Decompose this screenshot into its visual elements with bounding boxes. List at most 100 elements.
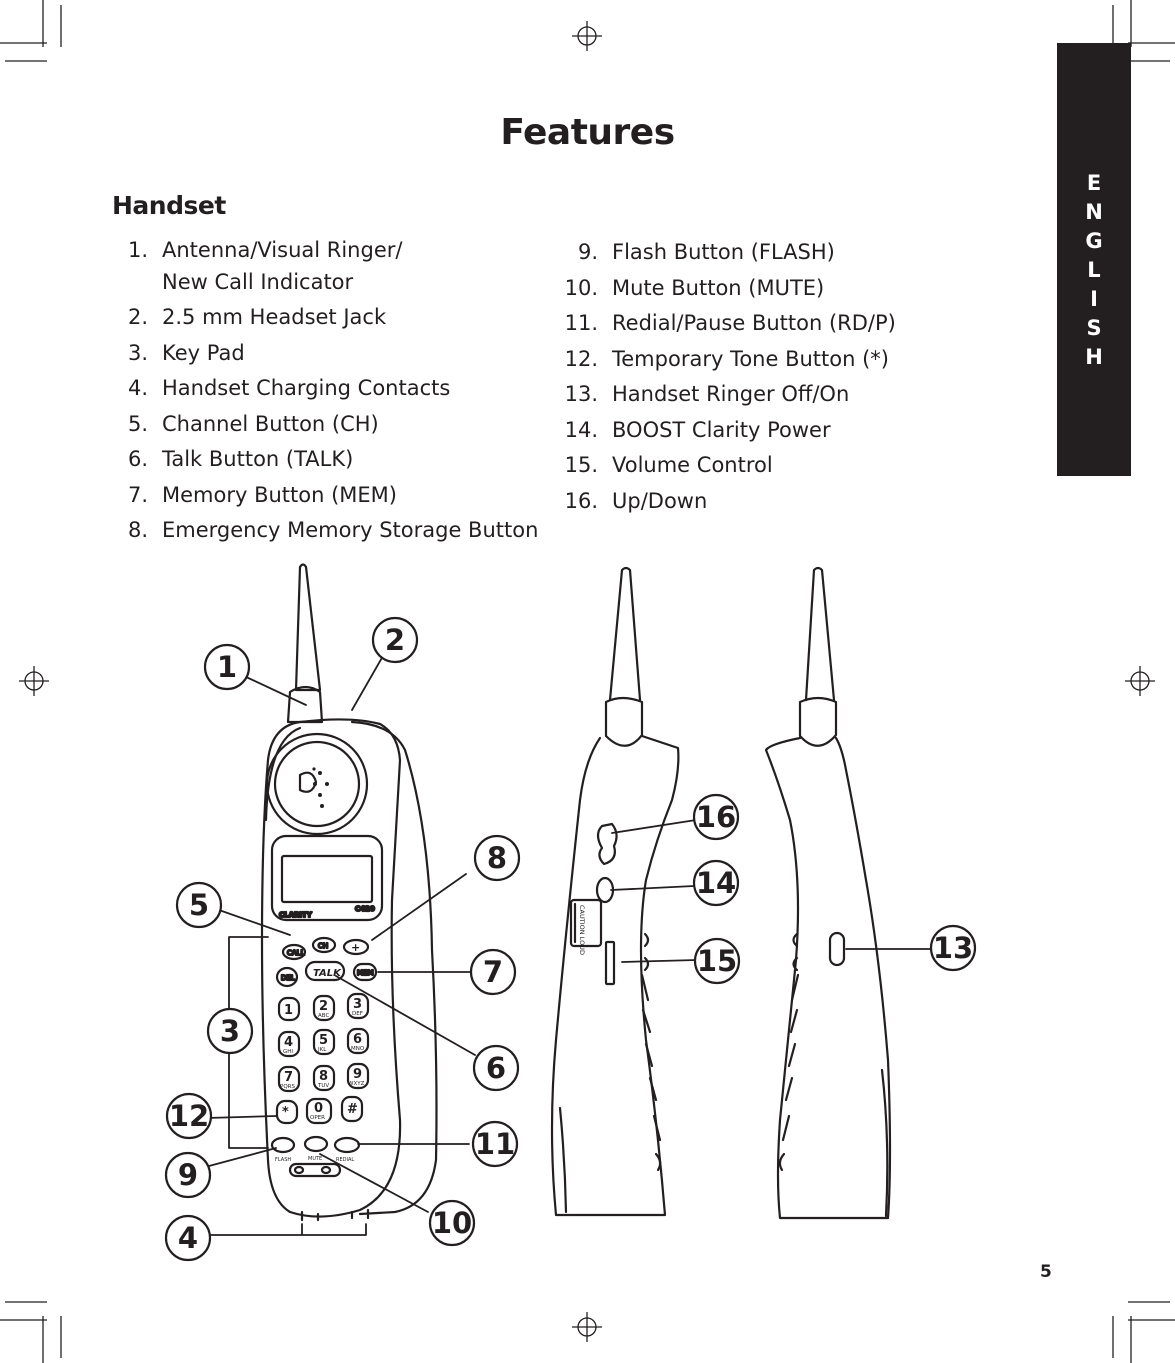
page-title: Features — [500, 112, 675, 153]
callout-9: 9 — [178, 1158, 198, 1192]
feature-item-11: 11. Redial/Pause Button (RD/P) — [550, 306, 896, 342]
key-3-letters: DEF — [352, 1011, 363, 1017]
feature-number: 15. — [564, 453, 598, 477]
callout-8: 8 — [487, 841, 507, 875]
call-label: CALL — [287, 949, 305, 957]
callout-14: 14 — [696, 866, 736, 900]
feature-label-continued: New Call Indicator — [162, 269, 354, 294]
feature-list-left: 1. Antenna/Visual Ringer/ New Call Indica… — [100, 233, 538, 549]
feature-item-4: 4. Handset Charging Contacts — [100, 371, 538, 407]
callout-11: 11 — [475, 1127, 515, 1161]
feature-number: 6. — [127, 447, 148, 471]
key-6: 6 — [353, 1032, 362, 1047]
key-8: 8 — [319, 1069, 328, 1084]
feature-item-3: 3. Key Pad — [100, 336, 538, 372]
feature-label: Redial/Pause Button (RD/P) — [612, 311, 896, 335]
feature-item-12: 12. Temporary Tone Button (*) — [550, 342, 896, 378]
feature-number: 2. — [127, 305, 148, 329]
key-0-letters: OPER — [310, 1115, 325, 1121]
key-2: 2 — [319, 999, 328, 1014]
key-5-letters: JKL — [317, 1047, 327, 1053]
mute-button — [303, 1135, 329, 1153]
speaker-logo — [298, 771, 318, 793]
language-tab-label: ENGLISH — [1085, 171, 1103, 369]
flash-button — [270, 1136, 296, 1154]
feature-number: 11. — [564, 311, 598, 335]
side-view-left: CAUTION LOUD — [550, 566, 680, 1217]
feature-number: 12. — [564, 346, 598, 371]
model-label: C420 — [355, 905, 375, 913]
feature-number: 7. — [127, 482, 148, 507]
key-7-letters: PQRS — [280, 1084, 295, 1090]
key-3: 3 — [353, 997, 362, 1012]
callout-numbers: 1 2 3 4 5 6 7 8 9 10 11 12 13 14 15 16 — [169, 623, 973, 1255]
feature-number: 8. — [127, 518, 148, 542]
redial-label: REDIAL — [336, 1157, 354, 1163]
language-tab: ENGLISH — [1057, 43, 1131, 476]
mem-button — [352, 962, 378, 982]
caution-label: CAUTION LOUD — [578, 905, 586, 955]
front-body-back — [350, 720, 438, 1216]
key-2-letters: ABC — [318, 1013, 329, 1019]
talk-label: TALK — [313, 968, 342, 979]
section-heading: Handset — [112, 191, 226, 220]
call-button — [281, 943, 307, 961]
feature-label: 2.5 mm Headset Jack — [162, 305, 387, 329]
feature-number: 1. — [127, 238, 148, 262]
front-body — [260, 718, 402, 1218]
callout-13: 13 — [933, 931, 973, 965]
feature-label: Up/Down — [612, 488, 708, 513]
callout-3: 3 — [220, 1014, 240, 1048]
feature-number: 16. — [564, 488, 598, 513]
registration-target-left — [19, 666, 49, 696]
callout-15: 15 — [697, 944, 737, 978]
feature-label: Mute Button (MUTE) — [612, 275, 825, 300]
callout-2: 2 — [385, 623, 405, 657]
callout-12: 12 — [169, 1099, 209, 1133]
key-4-letters: GHI — [283, 1049, 293, 1055]
feature-number: 4. — [127, 376, 148, 400]
callout-4: 4 — [178, 1221, 198, 1255]
registration-target-bottom — [572, 1312, 602, 1342]
feature-item-2: 2. 2.5 mm Headset Jack — [100, 300, 538, 336]
display-screen — [280, 854, 374, 904]
feature-number: 3. — [127, 340, 148, 365]
feature-item-1: 1. Antenna/Visual Ringer/ — [100, 233, 538, 269]
callout-5: 5 — [189, 888, 209, 922]
leader-lines — [206, 655, 933, 1236]
feature-label: Channel Button (CH) — [162, 411, 379, 436]
callout-circles — [164, 616, 977, 1262]
registration-target-top — [572, 21, 602, 51]
key-5: 5 — [319, 1033, 328, 1048]
front-handset: CLARITY C420 CALL CH + DEL TALK MEM — [260, 563, 438, 1222]
key-0: 0 — [314, 1101, 323, 1116]
talk-button — [304, 960, 346, 982]
callout-1: 1 — [217, 650, 237, 684]
front-antenna-base — [286, 685, 324, 724]
ch-label: CH — [318, 942, 328, 950]
feature-number: 9. — [577, 240, 598, 264]
feature-number: 10. — [564, 275, 598, 300]
display-frame — [270, 834, 384, 922]
ch-button — [311, 936, 337, 954]
feature-label: Handset Charging Contacts — [162, 376, 451, 400]
callout-10: 10 — [432, 1206, 472, 1240]
feature-item-10: 10. Mute Button (MUTE) — [550, 271, 896, 307]
flash-label: FLASH — [275, 1157, 291, 1163]
feature-item-6: 6.Talk Button (TALK) — [100, 442, 538, 478]
mute-label: MUTE — [308, 1156, 322, 1162]
feature-label: Flash Button (FLASH) — [612, 240, 835, 264]
feature-item-15: 15.Volume Control — [550, 448, 896, 484]
feature-item-14: 14.BOOST Clarity Power — [550, 413, 896, 449]
callout-7: 7 — [483, 955, 503, 989]
feature-number: 13. — [564, 382, 598, 406]
feature-number: 14. — [564, 417, 598, 442]
feature-label: Key Pad — [162, 340, 245, 365]
feature-label: Temporary Tone Button (*) — [612, 346, 889, 371]
del-label: DEL — [281, 974, 295, 982]
key-4: 4 — [284, 1035, 293, 1050]
feature-label: Antenna/Visual Ringer/ — [162, 238, 403, 262]
feature-item-7: 7.Memory Button (MEM) — [100, 478, 538, 514]
feature-item-5: 5.Channel Button (CH) — [100, 407, 538, 443]
